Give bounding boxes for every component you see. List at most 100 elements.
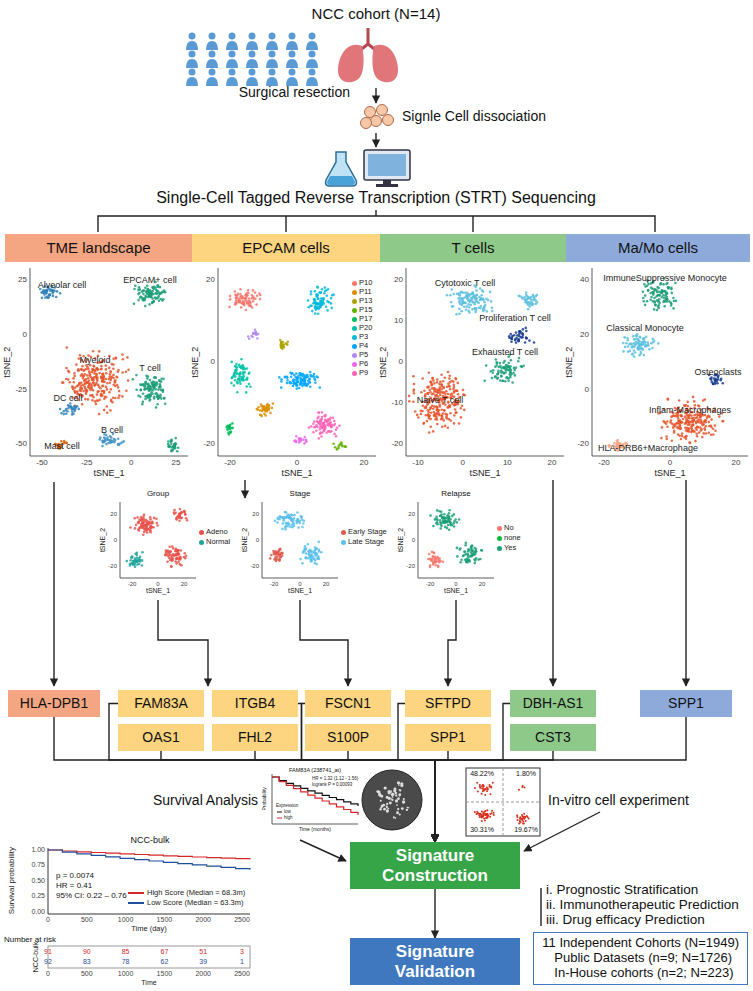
scatter-dot: [527, 308, 530, 311]
scatter-dot: [447, 427, 450, 430]
scatter-dot: [75, 363, 78, 366]
scatter-dot: [295, 435, 298, 438]
scatter-dot: [644, 285, 647, 288]
person-head: [249, 69, 256, 76]
scatter-dot: [515, 341, 518, 344]
scatter-dot: [91, 399, 94, 402]
scatter-dot: [108, 378, 111, 381]
scatter-dot: [99, 436, 102, 439]
cell: [361, 118, 372, 129]
scatter-dot: [525, 327, 528, 330]
scatter-dot: [110, 400, 113, 403]
scatter-dot: [281, 347, 284, 350]
scatter-dot: [155, 292, 158, 295]
scatter-dot: [436, 378, 439, 381]
scatter-dot: [92, 379, 95, 382]
person-body: [206, 59, 218, 68]
scatter-dot: [321, 431, 324, 434]
scatter-dot: [650, 296, 653, 299]
scatter-dot: [145, 374, 148, 377]
cells-icon: [361, 105, 394, 129]
scatter-dot: [642, 338, 645, 341]
scatter-dot: [154, 296, 157, 299]
scatter-dot: [489, 291, 492, 294]
scatter-dot: [103, 381, 106, 384]
scatter-dot: [142, 290, 145, 293]
scatter-dot: [315, 295, 318, 298]
scatter-dot: [73, 390, 76, 393]
scatter-dot: [421, 377, 424, 380]
scatter-dot: [317, 411, 320, 414]
scatter-dot: [143, 299, 146, 302]
scatter-dot: [429, 380, 432, 383]
scatter-dot: [162, 298, 165, 301]
scatter-dot: [442, 419, 445, 422]
scatter-dot: [266, 408, 269, 411]
scatter-dot: [437, 409, 440, 412]
scatter-dot: [495, 358, 498, 361]
scatter-dot: [413, 383, 416, 386]
scatter-dot: [160, 397, 163, 400]
lung-lobe: [338, 45, 364, 83]
scatter-dot: [261, 405, 264, 408]
scatter-dot: [668, 300, 671, 303]
scatter-dot: [256, 295, 259, 298]
scatter-dot: [494, 375, 497, 378]
scatter-dot: [103, 409, 106, 412]
scatter-dot: [93, 365, 96, 368]
scatter-dot: [243, 304, 246, 307]
scatter-dot: [254, 331, 257, 334]
scatter-dot: [444, 377, 447, 380]
scatter-dot: [653, 300, 656, 303]
scatter-dot: [148, 294, 151, 297]
person-head: [309, 69, 316, 76]
scatter-dot: [491, 372, 494, 375]
scatter-dot: [286, 376, 289, 379]
scatter-dot: [314, 312, 317, 315]
person-body: [226, 59, 238, 68]
scatter-dot: [515, 331, 518, 334]
scatter-dot: [647, 283, 650, 286]
scatter-dot: [430, 425, 433, 428]
scatter-dot: [510, 369, 513, 372]
scatter-dot: [240, 367, 243, 370]
scatter-dot: [319, 386, 322, 389]
scatter-dot: [475, 309, 478, 312]
scatter-dot: [316, 420, 319, 423]
scatter-dot: [450, 301, 453, 304]
scatter-dot: [101, 373, 104, 376]
scatter-dot: [653, 308, 656, 311]
scatter-dot: [251, 296, 254, 299]
scatter-dot: [463, 394, 466, 397]
person-body: [246, 59, 258, 68]
scatter-dot: [326, 421, 329, 424]
scatter-dot: [49, 294, 52, 297]
scatter-dot: [464, 292, 467, 295]
scatter-dot: [153, 386, 156, 389]
scatter-dot: [140, 389, 143, 392]
scatter-dot: [286, 382, 289, 385]
plot-axis: [406, 268, 564, 456]
scatter-dot: [666, 298, 669, 301]
scatter-dot: [145, 381, 148, 384]
scatter-dot: [324, 290, 327, 293]
scatter-dot: [239, 288, 242, 291]
person-head: [189, 51, 196, 58]
scatter-dot: [332, 417, 335, 420]
scatter-dot: [653, 290, 656, 293]
scatter-dot: [425, 414, 428, 417]
scatter-dot: [229, 295, 232, 298]
scatter-dot: [100, 368, 103, 371]
scatter-dot: [74, 406, 77, 409]
risk-table-frame: [48, 946, 250, 968]
scatter-dot: [145, 290, 148, 293]
scatter-dot: [304, 378, 307, 381]
scatter-dot: [56, 290, 59, 293]
scatter-dot: [295, 440, 298, 443]
scatter-dot: [251, 297, 254, 300]
scatter-dot: [316, 302, 319, 305]
scatter-dot: [230, 361, 233, 364]
scatter-dot: [280, 346, 283, 349]
cell: [377, 105, 388, 116]
scatter-dot: [86, 366, 89, 369]
